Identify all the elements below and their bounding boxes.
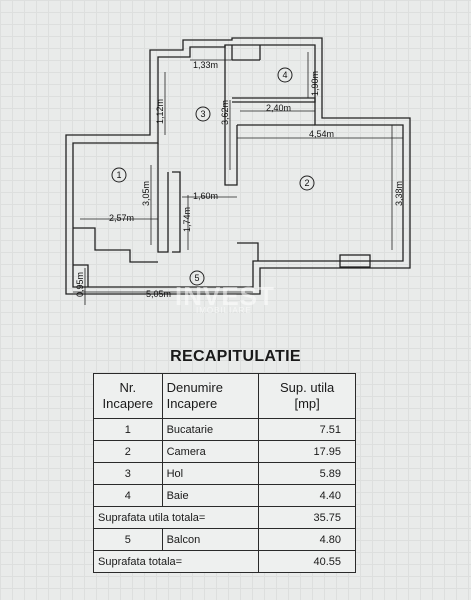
table-header-row: Nr. Incapere Denumire Incapere Sup. util… bbox=[93, 373, 356, 419]
dim-4-54: 4,54m bbox=[309, 129, 334, 139]
area-summary-table: Nr. Incapere Denumire Incapere Sup. util… bbox=[92, 373, 356, 573]
header-name-line2: Incapere bbox=[166, 396, 218, 411]
row-nr: 2 bbox=[93, 440, 163, 463]
header-area-line2: [mp] bbox=[294, 396, 320, 411]
table-row: 2 Camera 17.95 bbox=[93, 440, 356, 463]
floor-plan: 4 3 1 2 5 1,33m 1,90m 1,12m 3,62m 2,40m … bbox=[65, 37, 411, 305]
dim-3-05: 3,05m bbox=[141, 181, 151, 206]
row-area: 17.95 bbox=[258, 440, 356, 463]
room-number-5: 5 bbox=[194, 273, 199, 283]
watermark-logo: INVEST bbox=[175, 281, 275, 311]
header-name-line1: Denumire bbox=[166, 380, 223, 395]
dim-5-05: 5,05m bbox=[146, 289, 171, 299]
header-nr: Nr. Incapere bbox=[93, 373, 163, 419]
dim-0-95: 0,95m bbox=[75, 272, 85, 297]
room-number-4: 4 bbox=[282, 70, 287, 80]
header-nr-line1: Nr. bbox=[119, 380, 137, 395]
dim-1-74: 1,74m bbox=[182, 207, 192, 232]
summary-title: RECAPITULATIE bbox=[170, 348, 301, 365]
header-name: Denumire Incapere bbox=[161, 373, 260, 419]
dim-1-90: 1,90m bbox=[310, 71, 320, 96]
row-name: Bucatarie bbox=[161, 418, 260, 441]
dim-2-57: 2,57m bbox=[109, 213, 134, 223]
row-area: 4.80 bbox=[258, 528, 356, 551]
header-area: Sup. utila [mp] bbox=[258, 373, 356, 419]
useful-total-row: Suprafata utila totala= 35.75 bbox=[92, 506, 356, 529]
row-nr: 5 bbox=[93, 528, 163, 551]
row-name: Camera bbox=[161, 440, 260, 463]
dim-1-12: 1,12m bbox=[155, 99, 165, 124]
row-nr: 3 bbox=[93, 462, 163, 485]
dim-2-40: 2,40m bbox=[266, 103, 291, 113]
table-row: 3 Hol 5.89 bbox=[93, 462, 356, 485]
grand-total-label: Suprafata totala= bbox=[92, 550, 260, 573]
room-number-3: 3 bbox=[200, 109, 205, 119]
row-name: Balcon bbox=[161, 528, 260, 551]
row-area: 7.51 bbox=[258, 418, 356, 441]
table-row: 5 Balcon 4.80 bbox=[93, 528, 356, 551]
useful-total-label: Suprafata utila totala= bbox=[92, 506, 260, 529]
table-row: 4 Baie 4.40 bbox=[93, 484, 356, 507]
dim-1-33: 1,33m bbox=[193, 60, 218, 70]
room-number-1: 1 bbox=[116, 170, 121, 180]
header-nr-line2: Incapere bbox=[102, 396, 154, 411]
table-row: 1 Bucatarie 7.51 bbox=[93, 418, 356, 441]
watermark-subtitle: IMOBILIARE bbox=[196, 306, 252, 315]
row-area: 5.89 bbox=[258, 462, 356, 485]
useful-total-value: 35.75 bbox=[258, 506, 356, 529]
grand-total-value: 40.55 bbox=[258, 550, 356, 573]
grand-total-row: Suprafata totala= 40.55 bbox=[92, 550, 356, 573]
row-nr: 4 bbox=[93, 484, 163, 507]
room-number-2: 2 bbox=[304, 178, 309, 188]
dim-3-38: 3,38m bbox=[394, 181, 404, 206]
dim-3-62: 3,62m bbox=[220, 100, 230, 125]
row-name: Baie bbox=[161, 484, 260, 507]
header-area-line1: Sup. utila bbox=[280, 380, 335, 395]
row-area: 4.40 bbox=[258, 484, 356, 507]
dim-1-60: 1,60m bbox=[193, 191, 218, 201]
row-nr: 1 bbox=[93, 418, 163, 441]
row-name: Hol bbox=[161, 462, 260, 485]
